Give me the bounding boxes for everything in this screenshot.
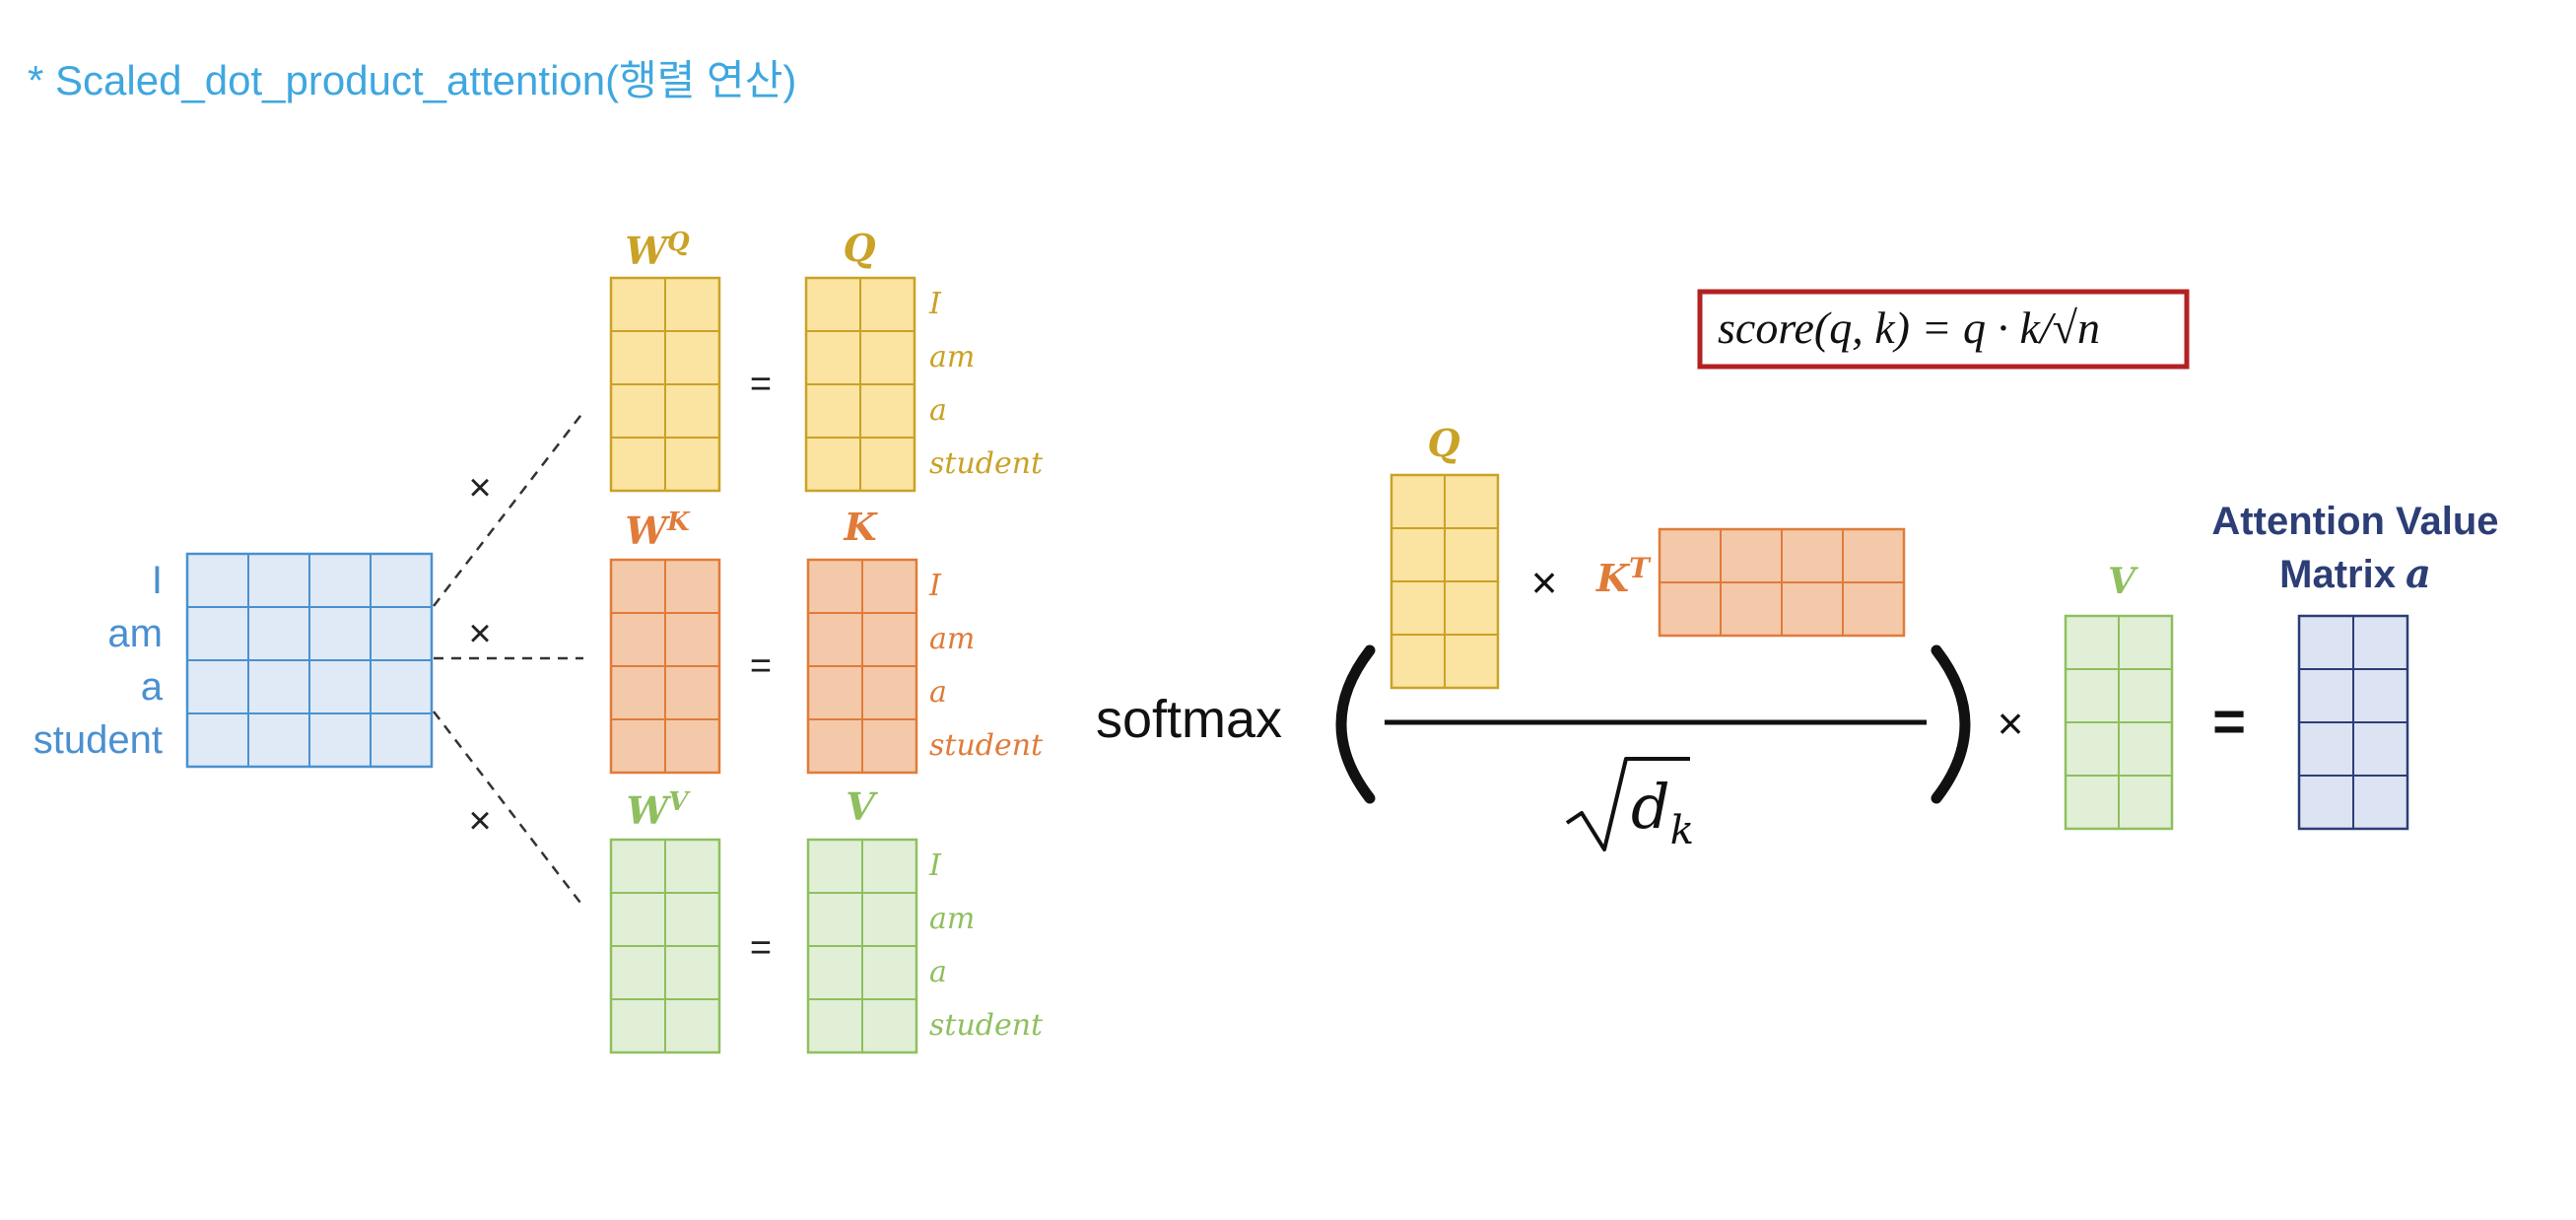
input-word-4: student — [34, 718, 163, 762]
value-projection: WV = V I am a student — [609, 784, 1044, 1054]
score-formula-border — [1697, 289, 2190, 370]
times-sign-value: × — [468, 799, 491, 843]
k-row-label-4: student — [929, 728, 1044, 763]
right-paren — [1931, 644, 1971, 804]
k-row-label-3: a — [929, 675, 947, 710]
q-row-label-1: I — [928, 287, 942, 321]
wk-label: WK — [625, 508, 691, 553]
wq-label: WQ — [625, 228, 690, 273]
formula-q-label: Q — [1427, 421, 1459, 465]
formula-times-qk: × — [1531, 557, 1558, 608]
projection-connectors — [433, 411, 584, 908]
q-row-label-3: a — [929, 393, 947, 428]
output-title-line1: Attention Value — [2211, 500, 2498, 543]
score-formula-box: score(q, k) = q · k/√n — [1697, 289, 2190, 370]
key-projection: WK = K I am a student — [609, 505, 1044, 775]
softmax-label: softmax — [1096, 690, 1282, 749]
equals-sign-value: = — [750, 927, 772, 969]
v-row-label-4: student — [929, 1008, 1044, 1043]
query-projection: WQ = Q I am a student — [609, 226, 1044, 493]
formula-kt-matrix — [1658, 527, 1906, 638]
formula-v-label: V — [2108, 561, 2138, 602]
connector-value — [433, 711, 584, 908]
k-row-label-1: I — [928, 569, 942, 603]
v-row-label-2: am — [929, 902, 975, 936]
left-paren — [1335, 644, 1376, 804]
wq-matrix — [609, 276, 721, 493]
formula-kt-label: KT — [1595, 552, 1652, 600]
equals-sign-query: = — [750, 364, 772, 405]
wv-matrix — [609, 838, 721, 1054]
k-row-label-2: am — [929, 622, 975, 656]
input-matrix — [185, 552, 434, 769]
k-matrix — [806, 558, 918, 775]
q-matrix — [804, 276, 916, 493]
times-sign-key: × — [468, 612, 491, 655]
times-sign-query: × — [468, 466, 491, 509]
input-word-1: I — [152, 559, 163, 602]
q-row-label-4: student — [929, 446, 1044, 481]
q-label: Q — [843, 226, 875, 270]
connector-query — [433, 411, 584, 607]
formula-equals: = — [2212, 690, 2246, 754]
input-matrix-group: I am a student — [34, 552, 434, 769]
wv-label: WV — [627, 787, 692, 833]
wk-matrix — [609, 558, 721, 775]
denominator-d-k: dk — [1631, 771, 1694, 853]
score-formula: score(q, k) = q · k/√n — [1718, 303, 2100, 353]
sqrt-sign — [1565, 757, 1690, 851]
q-row-label-2: am — [929, 340, 975, 374]
attention-formula: softmax Q × KT dk × V = Attention Value … — [1096, 421, 2499, 853]
attention-value-matrix — [2297, 614, 2409, 831]
formula-times-v: × — [1998, 698, 2024, 749]
v-matrix — [806, 838, 918, 1054]
input-word-2: am — [107, 612, 163, 655]
v-row-label-1: I — [928, 848, 942, 883]
v-row-label-3: a — [929, 955, 947, 989]
formula-q-matrix — [1390, 473, 1500, 690]
input-word-3: a — [141, 665, 164, 709]
v-label: V — [846, 784, 878, 829]
page-title: * Scaled_dot_product_attention(행렬 연산) — [28, 57, 797, 103]
k-label: K — [843, 505, 878, 549]
equals-sign-key: = — [750, 645, 772, 687]
formula-v-matrix — [2064, 614, 2174, 831]
